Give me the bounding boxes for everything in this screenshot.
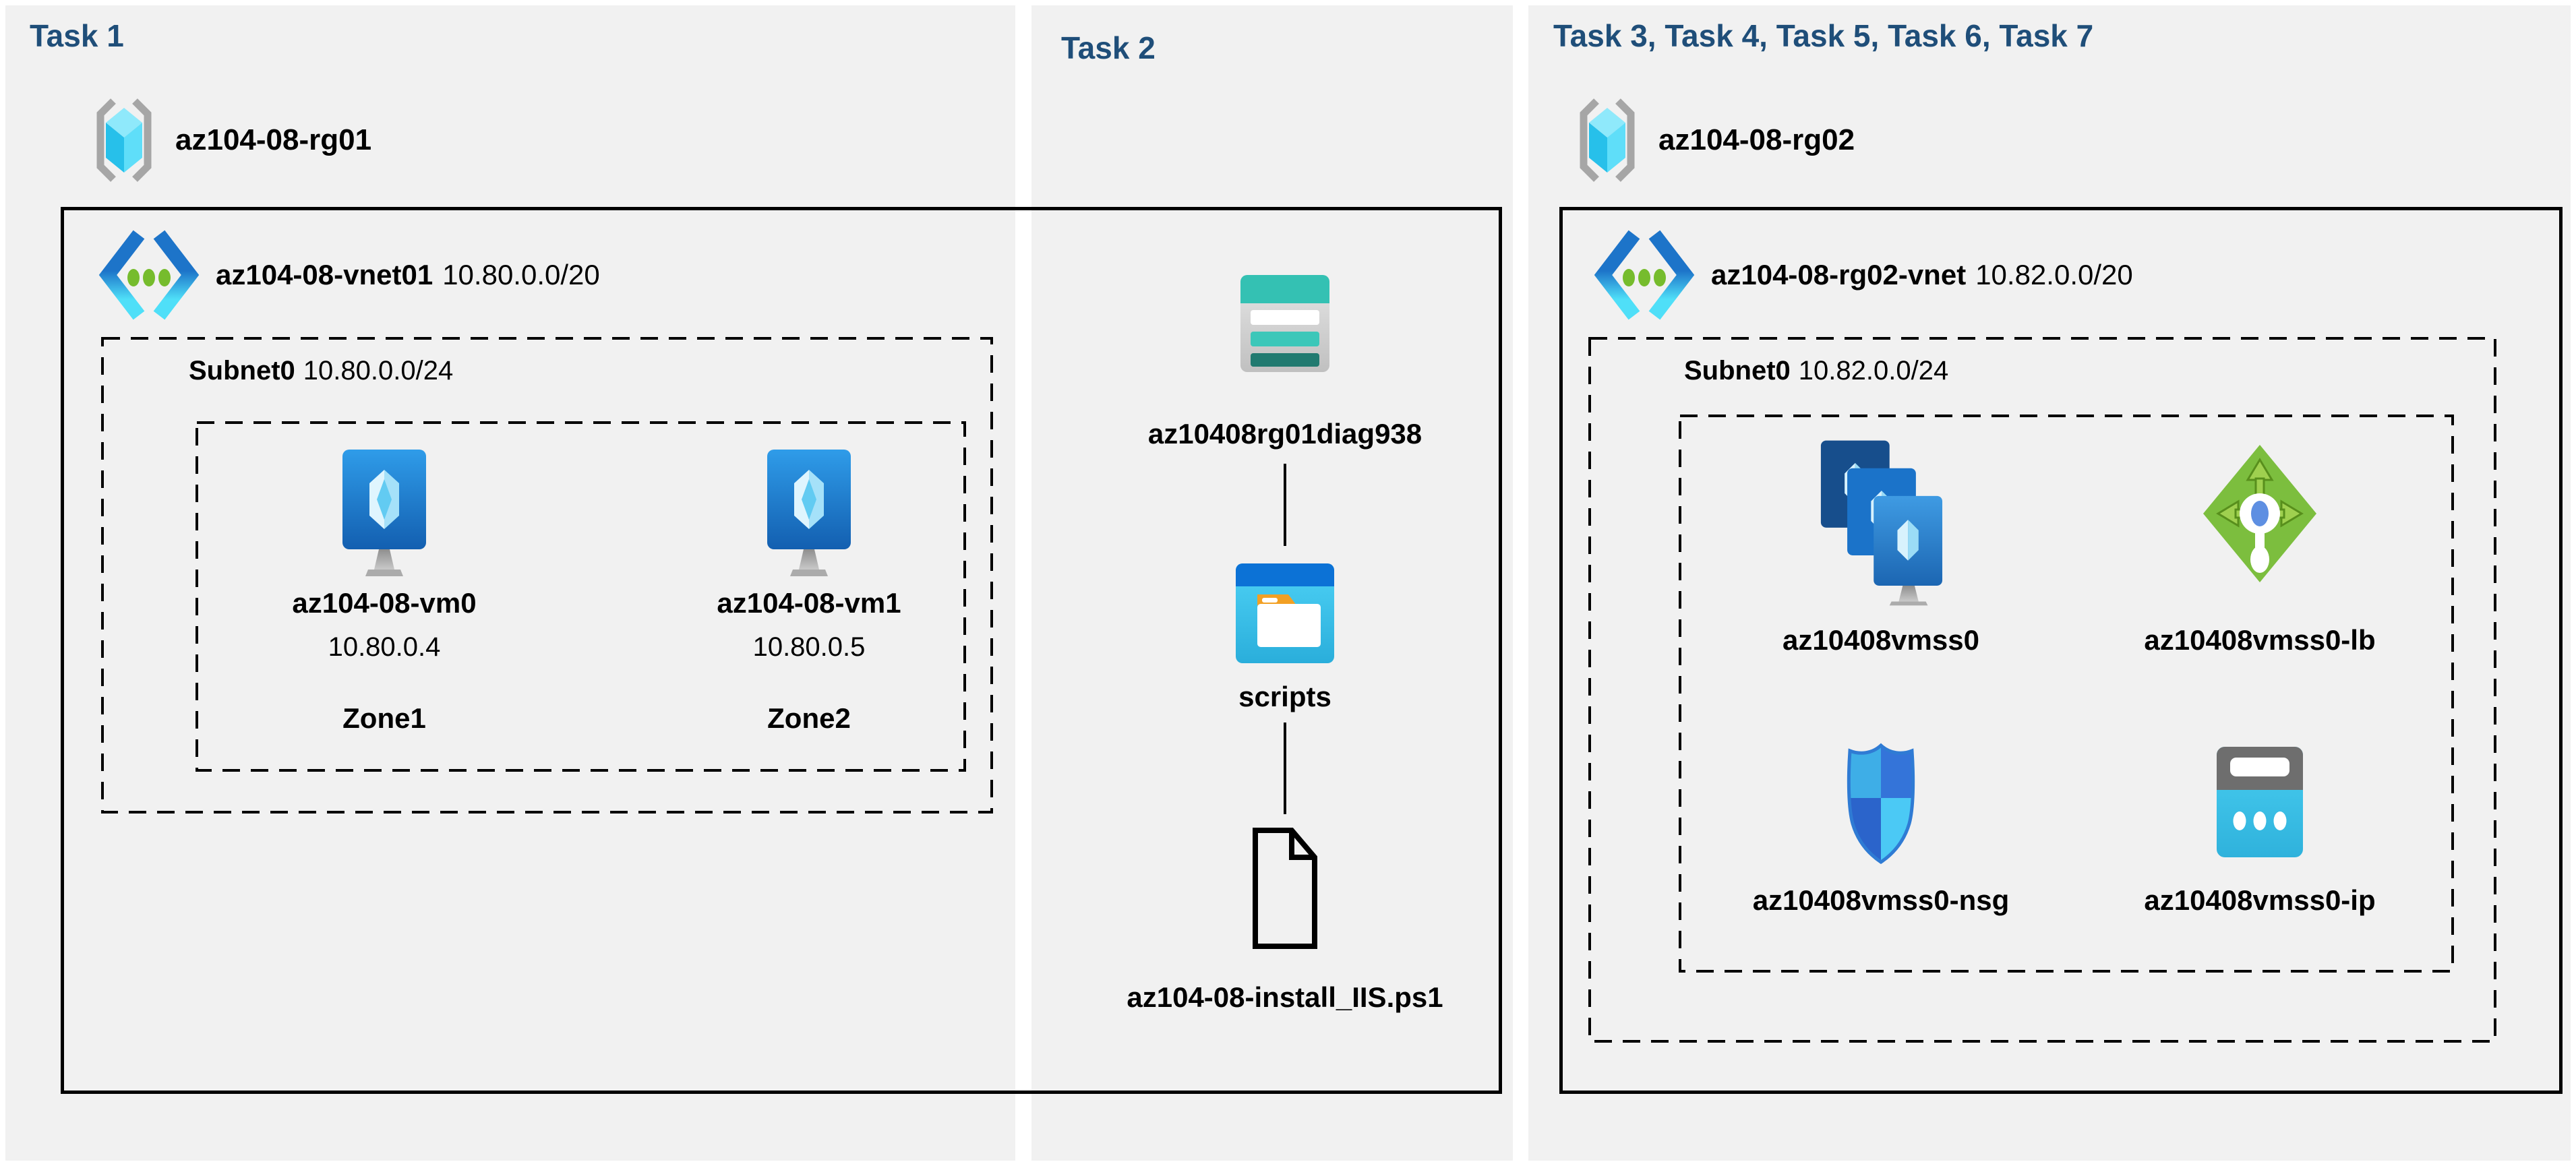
subnet1-label: Subnet0 10.80.0.0/24 (189, 356, 453, 386)
connector-line (1284, 464, 1286, 546)
blob-container-icon (1236, 563, 1334, 663)
vm-zone: Zone1 (342, 702, 426, 734)
load-balancer-icon (2203, 445, 2316, 582)
vm-name: az104-08-vm0 (292, 587, 477, 619)
availability-zone-boundary (196, 421, 966, 772)
task3-panel (1528, 5, 2571, 1161)
resource-group-icon (96, 98, 152, 182)
task1-panel (5, 5, 1015, 1161)
load-balancer-name: az10408vmss0-lb (2144, 624, 2376, 656)
virtual-machine-icon (342, 450, 426, 576)
public-ip-icon (2217, 747, 2303, 857)
vnet-cidr: 10.80.0.0/20 (442, 259, 600, 290)
resource-group-rg01: az104-08-rg01 (90, 97, 371, 183)
vm-ip: 10.80.0.5 (752, 632, 866, 662)
vnet1-title-row: az104-08-vnet01 10.80.0.0/20 (98, 229, 600, 321)
subnet-name: Subnet0 (189, 356, 295, 386)
network-security-group-icon (1847, 743, 1915, 865)
vm-scale-set-icon (1820, 440, 1943, 606)
nsg-name: az10408vmss0-nsg (1752, 884, 2010, 916)
task1-header: Task 1 (30, 18, 124, 53)
script-file-name: az104-08-install_IIS.ps1 (1127, 981, 1443, 1013)
task3-header: Task 3, Task 4, Task 5, Task 6, Task 7 (1553, 18, 2094, 53)
vnet-cidr: 10.82.0.0/20 (1975, 259, 2133, 290)
public-ip-name: az10408vmss0-ip (2144, 884, 2376, 916)
vnet2-title-row: az104-08-rg02-vnet 10.82.0.0/20 (1594, 229, 2133, 321)
subnet2-boundary (1588, 337, 2496, 1043)
script-file-icon (1253, 828, 1317, 949)
vnet-name: az104-08-vnet01 (216, 259, 433, 290)
resource-group-name: az104-08-rg01 (175, 123, 372, 156)
vnet-name: az104-08-rg02-vnet (1711, 259, 1967, 290)
virtual-network-icon (1594, 230, 1695, 320)
virtual-network-icon (98, 230, 200, 320)
vm-zone: Zone2 (767, 702, 851, 734)
vm-ip: 10.80.0.4 (328, 632, 441, 662)
storage-account-name: az10408rg01diag938 (1147, 418, 1422, 450)
connector-line (1284, 723, 1286, 814)
vnet1-boundary (61, 207, 1502, 1094)
task2-header: Task 2 (1061, 30, 1156, 65)
vm-name: az104-08-vm1 (717, 587, 901, 619)
resource-group-rg02: az104-08-rg02 (1574, 97, 1855, 183)
resource-group-name: az104-08-rg02 (1658, 123, 1855, 156)
virtual-machine-icon (767, 450, 851, 576)
storage-account-icon (1240, 275, 1329, 372)
vnet-title: az104-08-vnet01 10.80.0.0/20 (216, 259, 600, 291)
vmss-name: az10408vmss0 (1783, 624, 1979, 656)
subnet-name: Subnet0 (1684, 356, 1791, 386)
resource-group-icon (1580, 98, 1635, 182)
vnet2-boundary (1559, 207, 2563, 1094)
vnet-title: az104-08-rg02-vnet 10.82.0.0/20 (1711, 259, 2133, 291)
container-name: scripts (1238, 681, 1331, 712)
subnet-cidr: 10.82.0.0/24 (1798, 356, 1949, 386)
subnet-cidr: 10.80.0.0/24 (303, 356, 454, 386)
vmss-resources-boundary (1679, 415, 2454, 973)
